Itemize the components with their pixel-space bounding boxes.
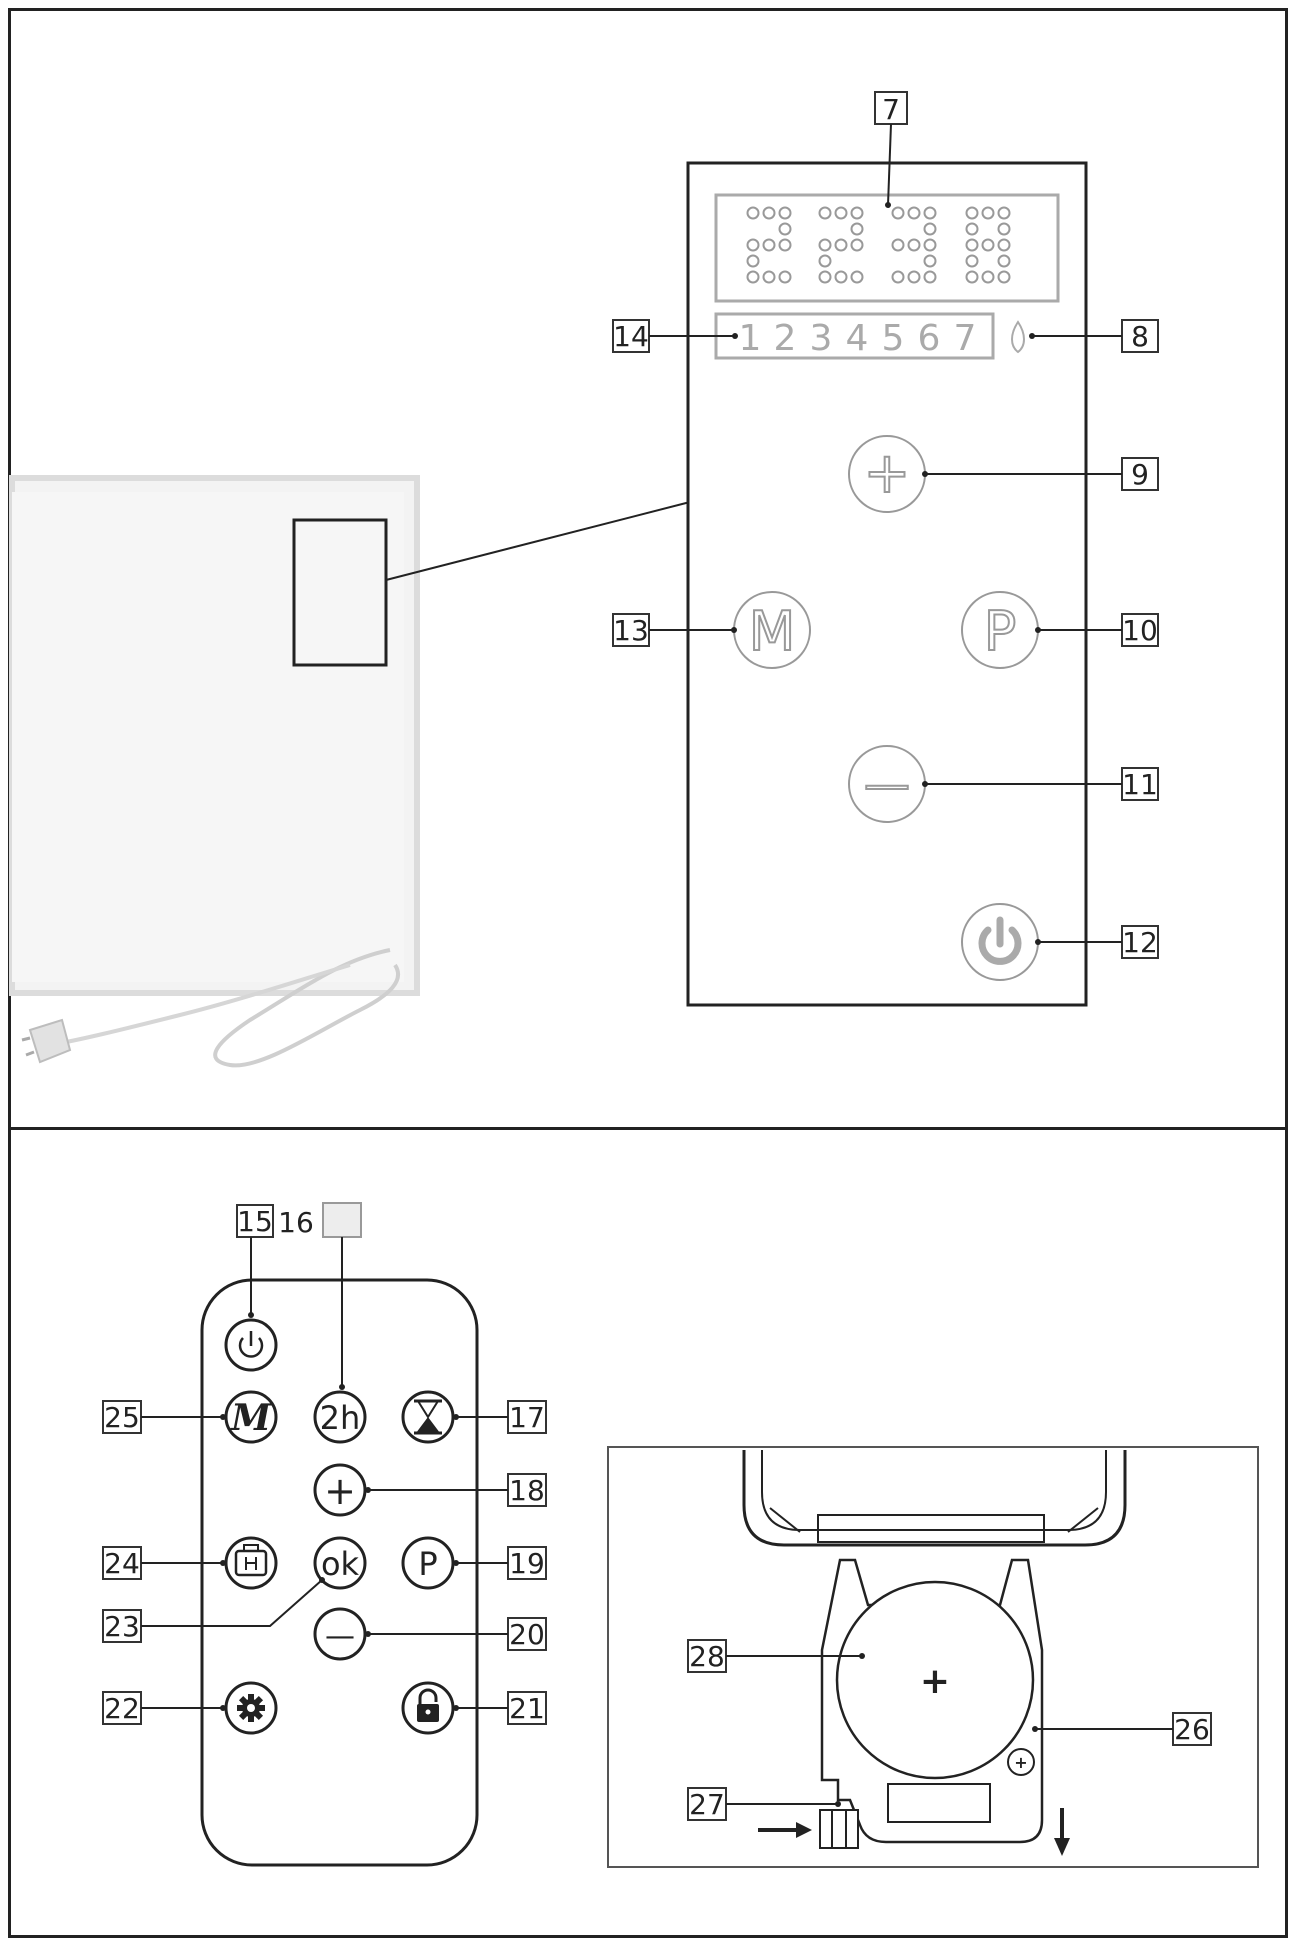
remote-plus-label: +: [324, 1469, 356, 1513]
minus-button-label: —: [864, 757, 910, 811]
svg-text:7: 7: [882, 93, 900, 126]
day-number: 5: [882, 318, 905, 359]
gear-icon: [237, 1694, 265, 1722]
svg-text:15: 15: [237, 1205, 273, 1238]
svg-text:8: 8: [1131, 320, 1149, 353]
svg-text:26: 26: [1174, 1713, 1210, 1746]
svg-text:16: 16: [278, 1206, 314, 1239]
svg-text:28: 28: [689, 1640, 725, 1673]
remote-mode-label: M: [229, 1397, 272, 1439]
svg-text:11: 11: [1122, 768, 1158, 801]
remote-ok-label: ok: [321, 1545, 360, 1583]
svg-text:12: 12: [1122, 926, 1158, 959]
svg-text:17: 17: [509, 1401, 545, 1434]
svg-text:23: 23: [104, 1610, 140, 1643]
svg-text:21: 21: [509, 1692, 545, 1725]
svg-text:13: 13: [613, 614, 649, 647]
remote-timer-button[interactable]: [403, 1392, 453, 1442]
remote-minus-label: —: [325, 1619, 355, 1654]
heater-face: [12, 492, 404, 982]
program-button-label: P: [984, 600, 1017, 663]
day-number: 6: [918, 318, 941, 359]
svg-text:25: 25: [104, 1401, 140, 1434]
remote-minus-button[interactable]: —: [315, 1609, 365, 1659]
polarity-plus-symbol: +: [1014, 1753, 1027, 1772]
day-number: 4: [846, 318, 869, 359]
day-number: 3: [810, 318, 833, 359]
release-latch: [820, 1810, 858, 1848]
day-number: 1: [739, 318, 762, 359]
svg-text:10: 10: [1122, 614, 1158, 647]
mode-button[interactable]: M: [734, 592, 810, 668]
mode-button-label: M: [749, 600, 796, 663]
remote-lock-button[interactable]: [403, 1683, 453, 1733]
program-button[interactable]: P: [962, 592, 1038, 668]
svg-text:27: 27: [689, 1788, 725, 1821]
battery-plus-symbol: +: [920, 1661, 950, 1702]
plus-button-label: +: [864, 441, 911, 506]
remote-program-button[interactable]: P: [403, 1538, 453, 1588]
power-button[interactable]: [962, 904, 1038, 980]
day-number: 2: [774, 318, 797, 359]
zoom-connector-line: [386, 502, 690, 580]
svg-text:24: 24: [104, 1547, 140, 1580]
minus-button[interactable]: —: [849, 746, 925, 822]
power-plug: [22, 1020, 70, 1062]
remote-plus-button[interactable]: +: [315, 1465, 365, 1515]
day-number: 7: [954, 318, 977, 359]
plus-button[interactable]: +: [849, 436, 925, 512]
remote-settings-button[interactable]: [226, 1683, 276, 1733]
svg-text:14: 14: [613, 320, 649, 353]
svg-text:9: 9: [1131, 458, 1149, 491]
remote-control: M 2h +: [202, 1280, 477, 1865]
control-panel: 1 2 3 4 5 6 7 + M P —: [688, 163, 1086, 1005]
remote-power-button[interactable]: [226, 1320, 276, 1370]
remote-2h-label: 2h: [320, 1399, 361, 1437]
remote-holiday-button[interactable]: [226, 1538, 276, 1588]
heater-panel: [12, 478, 690, 1065]
dot-matrix-display: [716, 195, 1058, 301]
tray-label-area: [888, 1784, 990, 1822]
svg-text:20: 20: [509, 1618, 545, 1651]
remote-2h-button[interactable]: 2h: [315, 1392, 365, 1442]
remote-mode-button[interactable]: M: [226, 1392, 276, 1442]
svg-text:19: 19: [509, 1547, 545, 1580]
remote-program-label: P: [418, 1545, 437, 1583]
svg-text:22: 22: [104, 1692, 140, 1725]
svg-text:18: 18: [509, 1474, 545, 1507]
